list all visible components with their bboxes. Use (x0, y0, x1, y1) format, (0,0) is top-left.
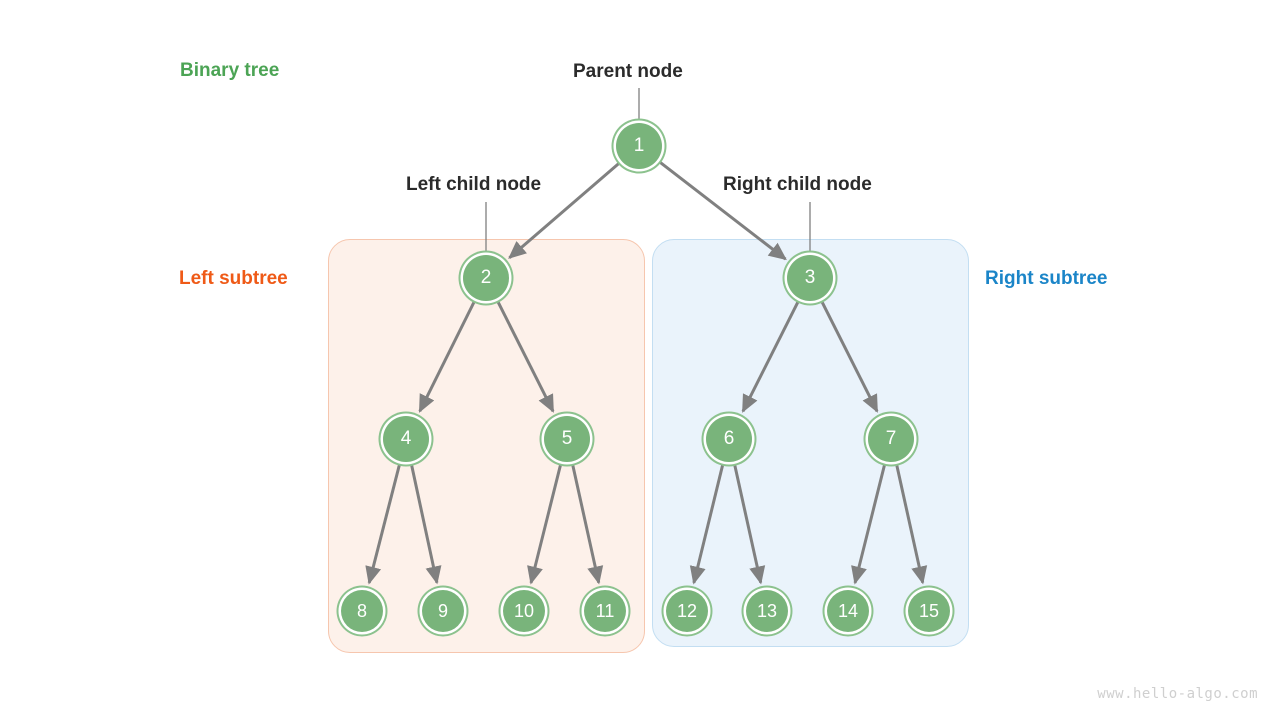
tree-node-7: 7 (868, 416, 914, 462)
tree-node-9: 9 (422, 590, 464, 632)
tree-node-5: 5 (544, 416, 590, 462)
tree-node-8: 8 (341, 590, 383, 632)
caption-parent-node: Parent node (573, 61, 683, 82)
tree-edge-7-15 (894, 463, 928, 585)
tree-edge-4-8 (365, 462, 402, 585)
tree-node-12: 12 (666, 590, 708, 632)
tree-node-label: 6 (723, 428, 735, 449)
tree-edge-6-13 (732, 463, 766, 585)
tree-node-label: 7 (885, 428, 897, 449)
tree-node-4: 4 (383, 416, 429, 462)
tree-node-label: 15 (918, 600, 940, 621)
tree-node-label: 2 (480, 267, 492, 288)
caption-right-subtree: Right subtree (985, 268, 1108, 289)
tree-edge-5-10 (527, 462, 563, 585)
tree-node-label: 12 (676, 600, 698, 621)
tree-edge-2-5 (495, 299, 555, 413)
caption-right-child-node: Right child node (723, 174, 872, 195)
tree-node-label: 10 (513, 600, 535, 621)
tree-node-label: 8 (356, 600, 367, 621)
tree-node-label: 9 (437, 600, 448, 621)
tree-node-6: 6 (706, 416, 752, 462)
tree-node-11: 11 (584, 590, 626, 632)
tree-node-13: 13 (746, 590, 788, 632)
tree-edge-1-3 (657, 160, 787, 261)
tree-edge-2-4 (418, 299, 477, 413)
caption-left-child-node: Left child node (406, 174, 542, 195)
page-title: Binary tree (180, 60, 280, 81)
tree-node-1: 1 (616, 123, 662, 169)
tree-edge-4-9 (409, 463, 442, 585)
tree-node-label: 11 (595, 600, 615, 621)
tree-node-label: 3 (804, 267, 816, 288)
tree-edge-3-7 (819, 299, 879, 413)
tree-node-14: 14 (827, 590, 869, 632)
caption-left-subtree: Left subtree (179, 268, 288, 289)
tree-edge-1-2 (508, 161, 622, 259)
tree-node-3: 3 (787, 255, 833, 301)
tree-edge-3-6 (741, 299, 801, 413)
tree-node-label: 1 (633, 135, 645, 156)
tree-node-label: 4 (400, 428, 412, 449)
tree-node-label: 5 (561, 428, 573, 449)
tree-node-2: 2 (463, 255, 509, 301)
tree-edge-7-14 (851, 462, 887, 585)
tree-edge-6-12 (689, 462, 725, 585)
tree-node-10: 10 (503, 590, 545, 632)
watermark: www.hello-algo.com (1097, 686, 1258, 702)
tree-edge-5-11 (570, 463, 604, 585)
tree-node-label: 14 (837, 600, 859, 621)
tree-node-label: 13 (756, 600, 778, 621)
tree-node-15: 15 (908, 590, 950, 632)
